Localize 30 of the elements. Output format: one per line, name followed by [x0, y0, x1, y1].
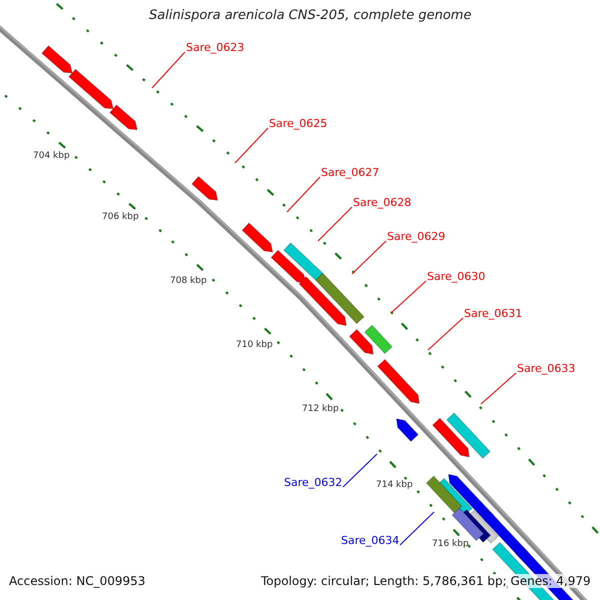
gene-label: Sare_0632 [284, 476, 342, 490]
leader-line [352, 240, 386, 274]
leader-line [480, 372, 516, 404]
gene-label: Sare_0629 [387, 230, 446, 244]
scale-label: 706 kbp [102, 212, 139, 223]
scale-label: 704 kbp [33, 151, 70, 162]
leader-line [400, 512, 434, 546]
scale-label: 712 kbp [302, 404, 339, 415]
gene-label: Sare_0625 [269, 117, 328, 130]
leader-line [390, 280, 426, 314]
leader-line [286, 176, 320, 212]
gene-label: Sare_0630 [427, 270, 486, 284]
leader-line [318, 206, 352, 242]
gene-label: Sare_0627 [321, 166, 380, 180]
footer-text: Topology: circular; Length: 5,786,361 bp; Genes: 4,979 [261, 574, 591, 588]
gene-label: Sare_0623 [186, 41, 244, 54]
leader-line [234, 128, 268, 164]
leader-line [342, 454, 378, 488]
gene-label: Sare_0628 [353, 196, 412, 210]
leader-line [428, 318, 464, 350]
footer-text: Accession: NC_009953 [9, 574, 146, 588]
gene-label: Sare_0634 [341, 534, 400, 548]
scale-label: 710 kbp [236, 340, 273, 351]
leader-line [152, 52, 186, 88]
scale-label: 716 kbp [432, 539, 469, 550]
scale-label: 708 kbp [170, 276, 207, 287]
gene-label: Sare_0633 [517, 362, 576, 376]
scale-label: 714 kbp [376, 480, 413, 491]
title: Salinispora arenicola CNS-205, complete genome [149, 8, 472, 24]
gene-label: Sare_0631 [464, 307, 522, 320]
